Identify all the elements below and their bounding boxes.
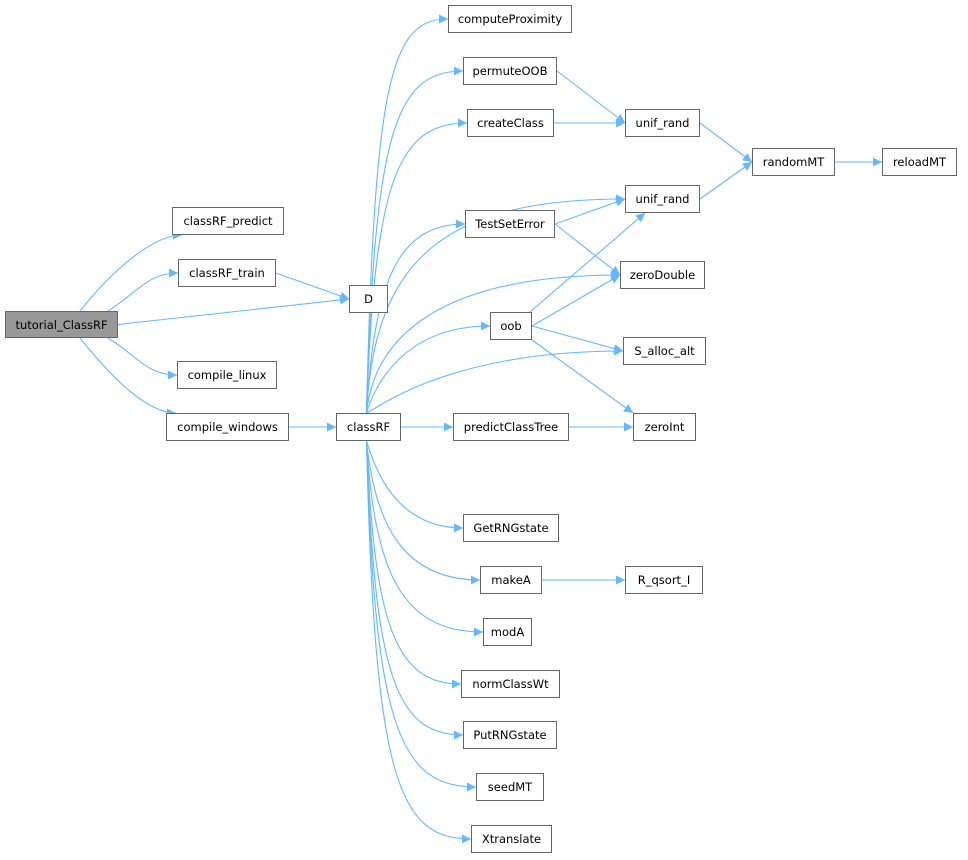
edge-classrf-to-makea [365,440,481,585]
node-permuteoob[interactable]: permuteOOB [463,57,557,85]
edge-permuteoob-to-unif_rand_1 [556,70,626,124]
edge-classrf-to-computeproximity [365,14,449,414]
node-classrf-predict[interactable]: classRF_predict [172,207,284,235]
node-computeproximity[interactable]: computeProximity [448,5,572,33]
edge-classrf-to-permuteoob [365,66,464,414]
edge-oob-to-zerodouble [531,274,621,327]
node-seedmt[interactable]: seedMT [476,773,544,801]
node-unif-rand-1[interactable]: unif_rand [625,109,700,137]
edge-classrf-to-createclass [365,118,468,414]
node-moda[interactable]: modA [483,618,532,646]
node-makea[interactable]: makeA [480,566,542,594]
edge-classrf-to-normclasswt [365,440,462,689]
edge-tutorial_classrf-to-classrf_train [107,268,179,312]
node-unif-rand-2[interactable]: unif_rand [625,185,700,213]
edge-classrf_train-to-d [275,272,350,301]
node-s-alloc-alt[interactable]: S_alloc_alt [623,337,706,365]
edge-oob-to-unif_rand_2 [529,212,646,313]
edge-classrf-to-moda [365,440,484,637]
node-predictclasstree[interactable]: predictClassTree [453,413,569,441]
node-compile-windows[interactable]: compile_windows [166,413,289,441]
node-zerodouble[interactable]: zeroDouble [620,261,705,289]
node-randommt[interactable]: randomMT [752,148,835,176]
node-tutorial-classrf[interactable]: tutorial_ClassRF [5,311,118,338]
node-testseterror[interactable]: TestSetError [465,210,555,238]
node-createclass[interactable]: createClass [467,109,554,137]
edge-classrf-to-s_alloc_alt [366,346,624,414]
edge-oob-to-s_alloc_alt [531,325,624,353]
node-classrf-train[interactable]: classRF_train [178,259,276,287]
edge-tutorial_classrf-to-compile_windows [79,337,177,418]
edge-oob-to-zeroint [531,339,634,414]
node-zeroint[interactable]: zeroInt [633,413,696,441]
edge-classrf-to-putrngstate [365,440,464,740]
node-normclasswt[interactable]: normClassWt [461,670,560,698]
edge-testseterror-to-zerodouble [554,223,621,276]
edge-tutorial_classrf-to-d [117,295,350,326]
edge-testseterror-to-unif_rand_2 [554,197,626,225]
edge-classrf-to-seedmt [365,440,477,792]
edge-classrf-to-getrngstate [365,440,464,533]
node-getrngstate[interactable]: GetRNGstate [463,514,559,542]
node-classrf[interactable]: classRF [336,413,401,441]
edge-classrf-to-unif_rand_2 [365,194,626,414]
edge-classrf-to-oob [365,321,491,414]
node-putrngstate[interactable]: PutRNGstate [463,721,557,749]
node-compile-linux[interactable]: compile_linux [177,361,277,389]
node-r-qsort-i[interactable]: R_qsort_I [625,566,703,594]
edge-tutorial_classrf-to-compile_linux [107,337,178,380]
node-xtranslate[interactable]: Xtranslate [471,825,552,853]
edge-tutorial_classrf-to-classrf_predict [79,230,183,312]
node-d[interactable]: D [349,285,388,313]
edge-classrf-to-xtranslate [365,440,472,844]
edge-unif_rand_2-to-randommt [699,161,753,200]
node-reloadmt[interactable]: reloadMT [882,148,957,176]
edge-unif_rand_1-to-randommt [699,122,753,163]
edge-classrf-to-testseterror [365,219,466,414]
edge-classrf-to-zerodouble [365,270,621,414]
node-oob[interactable]: oob [490,312,532,340]
